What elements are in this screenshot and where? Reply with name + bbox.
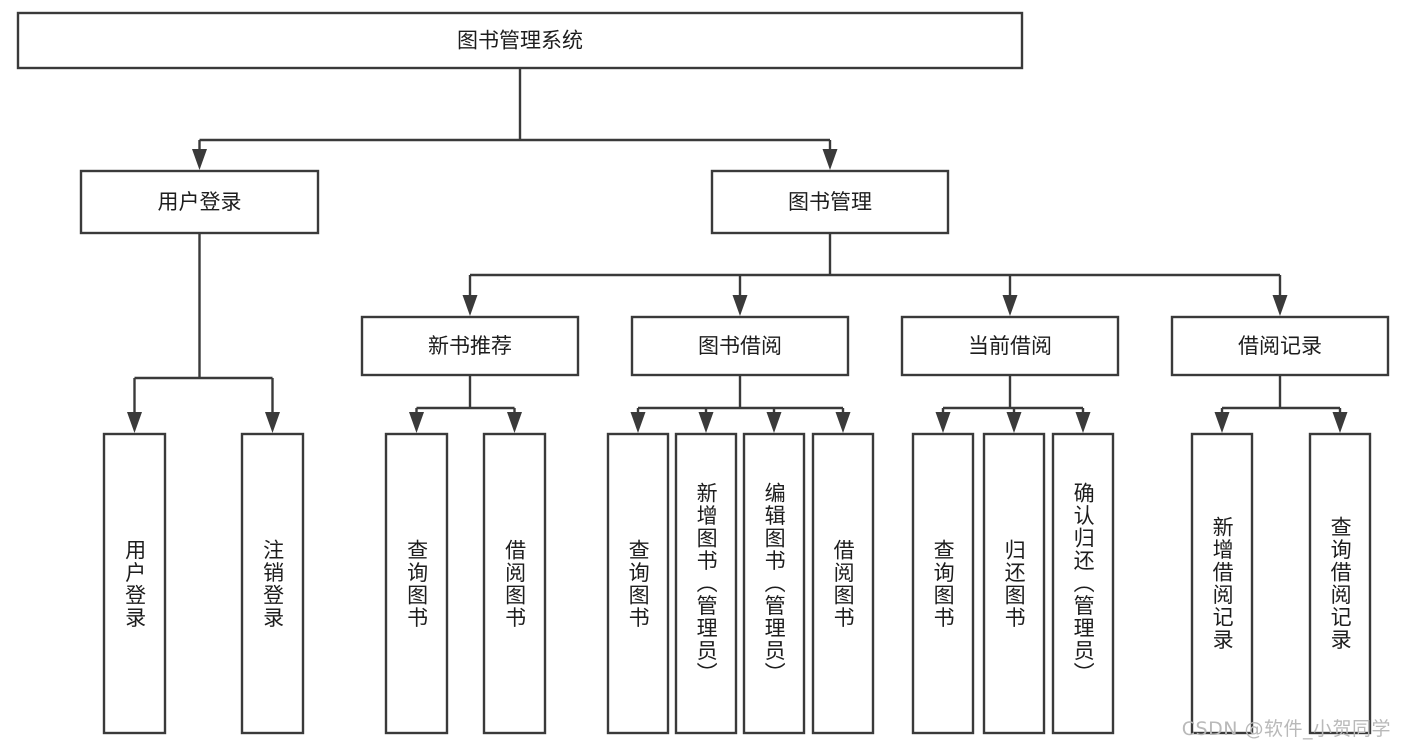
leaf-box-leaf-query-book-borrow[interactable] (606, 432, 670, 735)
leaf-box-leaf-edit-book-admin[interactable] (742, 432, 806, 735)
node-box-borrow-record[interactable] (1170, 315, 1390, 377)
node-label-current-borrow: 当前借阅 (968, 334, 1052, 358)
leaf-box-leaf-query-borrow-record[interactable] (1308, 432, 1372, 735)
leaf-box-leaf-return-book[interactable] (982, 432, 1046, 735)
leaf-box-leaf-add-borrow-record[interactable] (1190, 432, 1254, 735)
node-label-user-login: 用户登录 (158, 190, 242, 214)
node-label-root: 图书管理系统 (457, 29, 583, 53)
watermark-text: CSDN @软件_小贺同学 (1181, 718, 1391, 740)
leaf-box-leaf-logout[interactable] (240, 432, 305, 735)
leaf-box-leaf-query-book-current[interactable] (911, 432, 975, 735)
connectors-layer (127, 68, 1348, 433)
leaf-box-leaf-borrow-book[interactable] (811, 432, 875, 735)
leaf-box-leaf-confirm-return-admin[interactable] (1051, 432, 1115, 735)
leaf-box-leaf-add-book-admin[interactable] (674, 432, 738, 735)
node-box-book-borrow[interactable] (630, 315, 850, 377)
node-box-book-manage[interactable] (710, 169, 950, 235)
node-box-new-book-recommend[interactable] (360, 315, 580, 377)
leaf-box-leaf-query-book-recommend[interactable] (384, 432, 449, 735)
node-label-new-book-recommend: 新书推荐 (428, 334, 512, 358)
node-label-borrow-record: 借阅记录 (1238, 334, 1322, 358)
node-box-current-borrow[interactable] (900, 315, 1120, 377)
boxes-layer (16, 11, 1390, 735)
leaf-box-leaf-user-login[interactable] (102, 432, 167, 735)
node-label-book-borrow: 图书借阅 (698, 334, 782, 358)
node-label-book-manage: 图书管理 (788, 190, 872, 214)
node-box-user-login[interactable] (79, 169, 320, 235)
node-box-root[interactable] (16, 11, 1024, 70)
leaf-box-leaf-borrow-book-recommend[interactable] (482, 432, 547, 735)
